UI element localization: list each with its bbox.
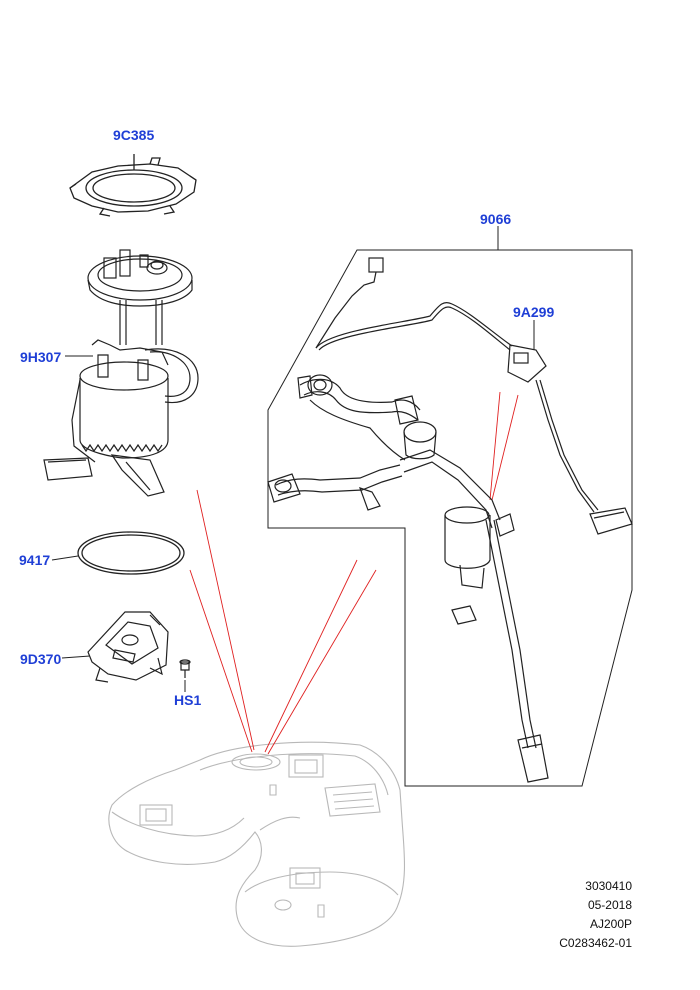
fuel-tank	[108, 741, 406, 947]
footer-code: 3030410	[585, 879, 632, 893]
footer-date: 05-2018	[587, 898, 632, 912]
bracket-9d370	[87, 611, 169, 683]
callout-9a299: 9A299	[513, 304, 555, 320]
leader-lines	[51, 226, 535, 692]
footer-model: AJ200P	[589, 917, 632, 931]
callout-9c385: 9C385	[113, 127, 155, 143]
sender-assembly-9066	[267, 257, 633, 783]
footer-reference: C0283462-01	[559, 936, 632, 950]
callout-9066: 9066	[480, 211, 512, 227]
bolt-hs1	[179, 659, 191, 678]
retaining-ring-9c385	[69, 154, 197, 217]
seal-9417	[77, 531, 185, 575]
callout-9d370: 9D370	[20, 651, 62, 667]
callout-9417: 9417	[19, 552, 51, 568]
callout-9h307: 9H307	[20, 349, 62, 365]
sender-assembly-outline	[267, 249, 633, 787]
assembly-guide-lines	[189, 391, 519, 755]
callout-hs1: HS1	[174, 692, 202, 708]
fuel-pump-module-9h307	[43, 249, 199, 497]
